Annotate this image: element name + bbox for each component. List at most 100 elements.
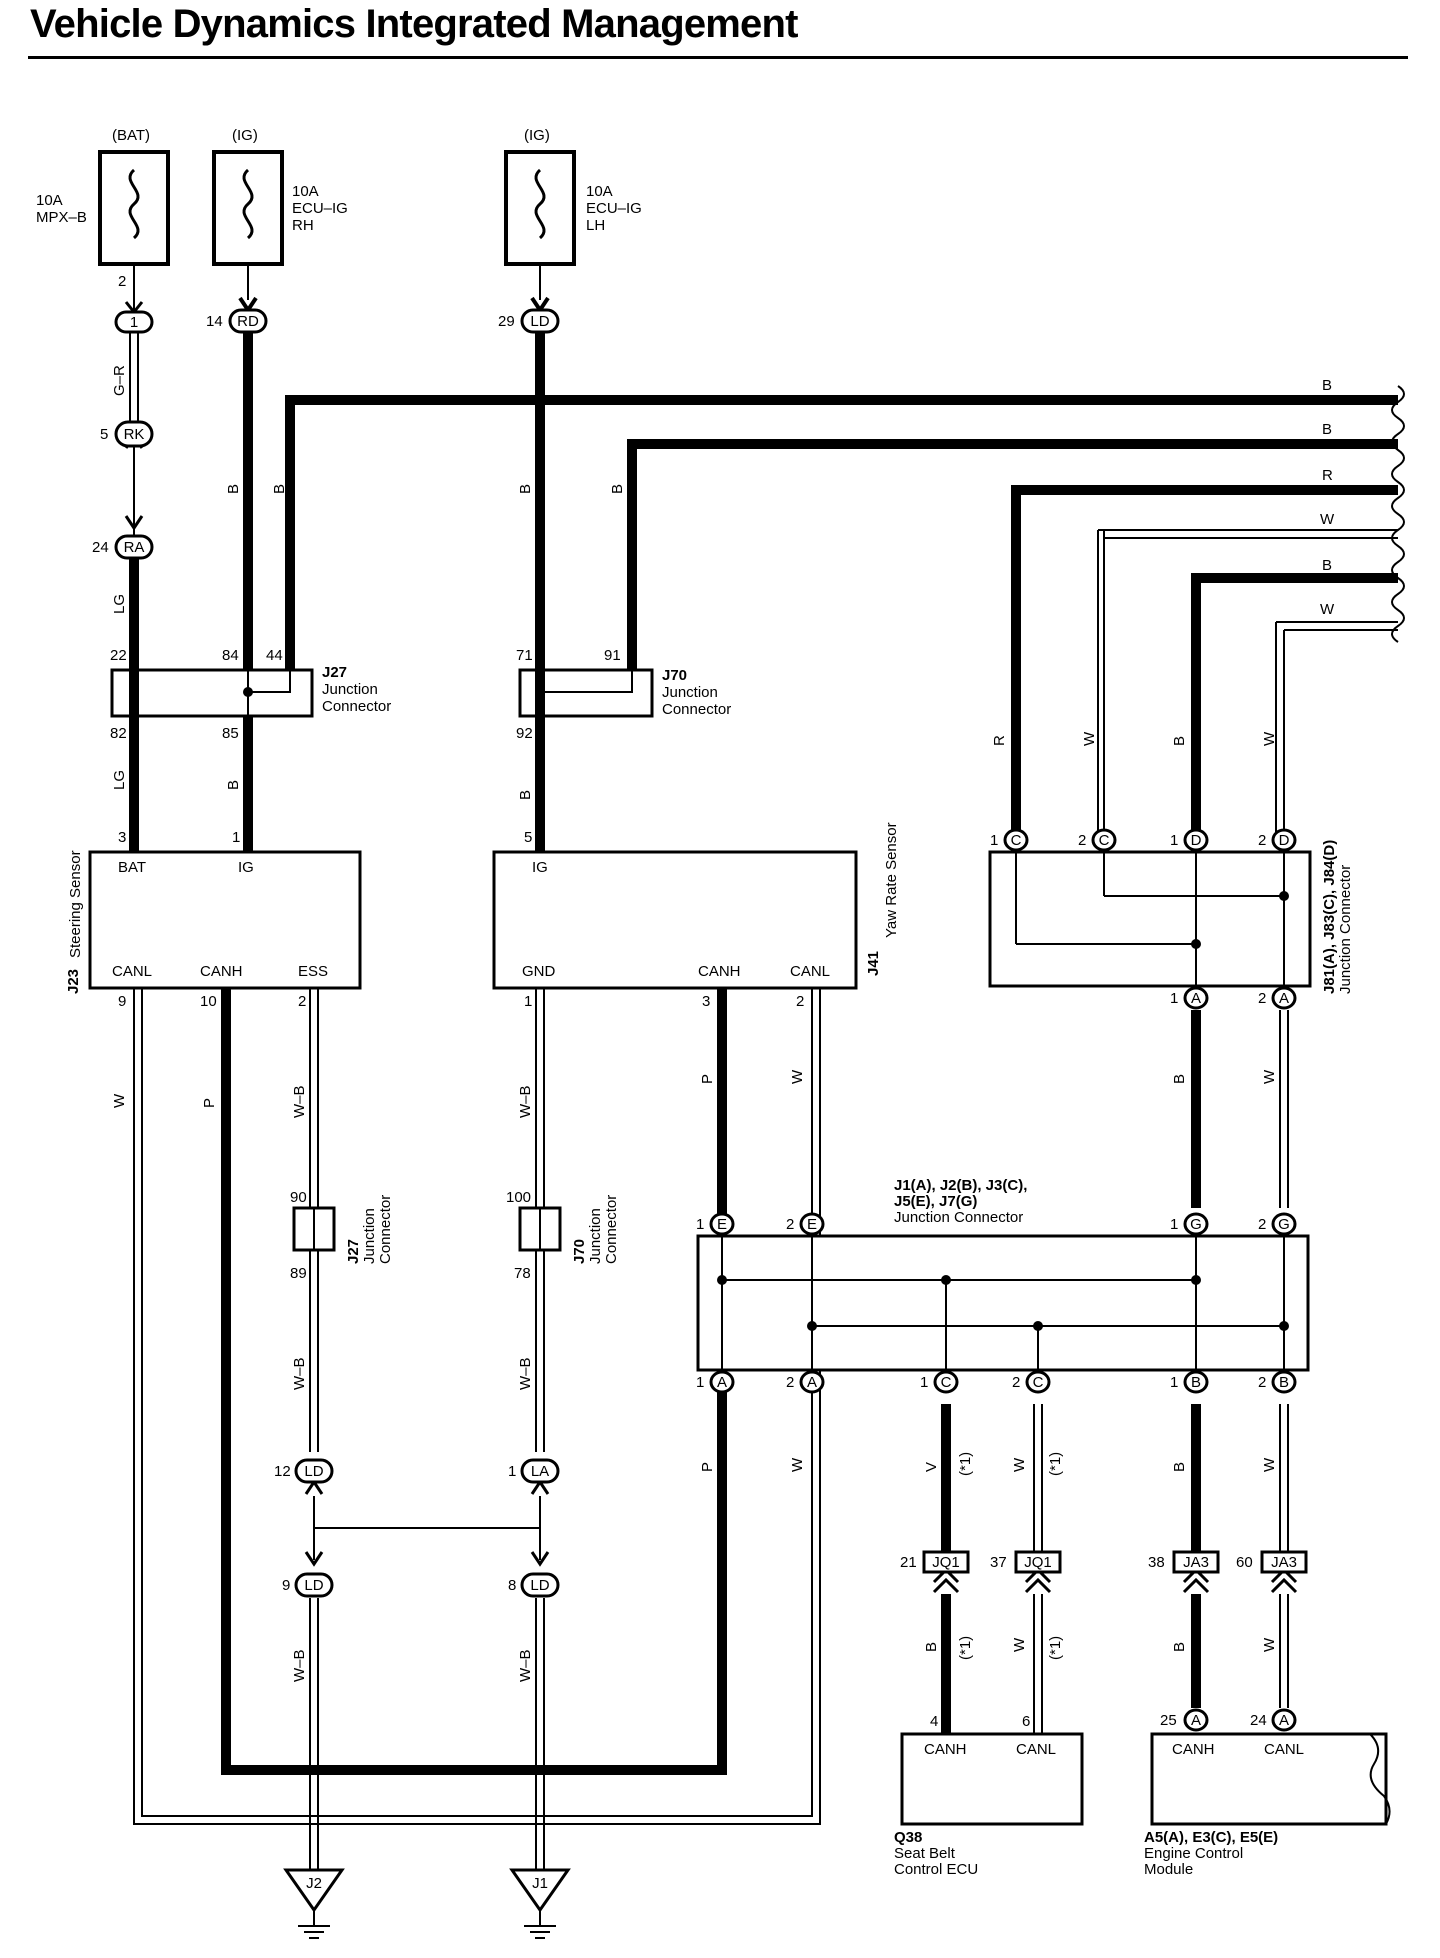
- fuse-name: ECU–IG: [292, 200, 348, 217]
- svg-text:LD: LD: [304, 1577, 323, 1594]
- svg-text:6: 6: [1022, 1713, 1030, 1730]
- svg-text:J5(E), J7(G): J5(E), J7(G): [894, 1193, 977, 1210]
- svg-text:1: 1: [1170, 990, 1178, 1007]
- j1-junction-connector: E E G G A A C C B B 1 2 1 2 1 2 1 2 1 2 …: [696, 1177, 1310, 1394]
- svg-text:B: B: [923, 1642, 940, 1652]
- fuse-rating: 10A: [292, 183, 319, 200]
- fuse-source: (IG): [232, 127, 258, 144]
- svg-text:LD: LD: [530, 1577, 549, 1594]
- svg-text:Steering Sensor: Steering Sensor: [67, 850, 84, 958]
- svg-text:B: B: [1171, 1642, 1188, 1652]
- svg-text:1: 1: [524, 993, 532, 1010]
- svg-text:W–B: W–B: [517, 1649, 534, 1682]
- svg-text:Junction: Junction: [322, 681, 378, 698]
- fuse-rating: 10A: [36, 192, 63, 209]
- svg-text:A: A: [807, 1374, 817, 1391]
- fuse-rating: 10A: [586, 183, 613, 200]
- svg-text:V: V: [923, 1462, 940, 1472]
- ground-j2: J2: [283, 1868, 345, 1939]
- svg-text:24: 24: [92, 539, 109, 556]
- ground-j1: J1: [509, 1868, 571, 1939]
- svg-text:84: 84: [222, 647, 239, 664]
- svg-text:B: B: [1322, 557, 1332, 574]
- svg-text:2: 2: [1078, 832, 1086, 849]
- svg-text:CANH: CANH: [924, 1741, 967, 1758]
- svg-text:CANH: CANH: [200, 963, 243, 980]
- svg-text:W: W: [1261, 731, 1278, 746]
- svg-text:12: 12: [274, 1463, 291, 1480]
- svg-text:4: 4: [930, 1713, 938, 1730]
- svg-text:W: W: [789, 1069, 806, 1084]
- svg-text:D: D: [1279, 832, 1290, 849]
- svg-text:J27: J27: [322, 664, 347, 681]
- svg-text:B: B: [517, 790, 534, 800]
- svg-text:Connector: Connector: [662, 701, 731, 718]
- connector-ld: LD 29: [498, 308, 560, 334]
- svg-text:A: A: [1279, 1712, 1289, 1729]
- svg-text:J27: J27: [345, 1239, 362, 1264]
- svg-text:A: A: [1191, 1712, 1201, 1729]
- fuse-name-2: LH: [586, 217, 605, 234]
- svg-text:RK: RK: [124, 426, 145, 443]
- svg-text:W: W: [1261, 1069, 1278, 1084]
- svg-text:ESS: ESS: [298, 963, 328, 980]
- seat-belt-control-ecu: CANH CANL 4 6 Q38 Seat Belt Control ECU: [894, 1713, 1084, 1878]
- svg-text:5: 5: [100, 426, 108, 443]
- connector-ja3-60: JA3 60: [1236, 1550, 1308, 1574]
- svg-text:B: B: [1171, 736, 1188, 746]
- svg-text:29: 29: [498, 313, 515, 330]
- svg-text:Junction: Junction: [361, 1208, 378, 1264]
- connector-jq1-21: JQ1 21: [900, 1550, 970, 1574]
- svg-text:Connector: Connector: [603, 1195, 620, 1264]
- j70-junction-connector: 71 91 92 J70 Junction Connector: [516, 647, 731, 742]
- svg-text:1: 1: [696, 1374, 704, 1391]
- svg-text:3: 3: [702, 993, 710, 1010]
- j27-lower-junction: 90 89 J27 Junction Connector: [290, 1189, 394, 1282]
- svg-text:38: 38: [1148, 1554, 1165, 1571]
- svg-text:J1(A), J2(B), J3(C),: J1(A), J2(B), J3(C),: [894, 1177, 1027, 1194]
- svg-text:LD: LD: [530, 313, 549, 330]
- svg-text:D: D: [1191, 832, 1202, 849]
- svg-text:LA: LA: [531, 1463, 549, 1480]
- svg-text:1: 1: [130, 314, 138, 331]
- svg-text:J23: J23: [65, 969, 82, 994]
- svg-text:BAT: BAT: [118, 859, 146, 876]
- svg-text:G–R: G–R: [111, 365, 128, 396]
- engine-control-module: A A 25 24 CANH CANL A5(A), E3(C), E5(E) …: [1144, 1708, 1391, 1878]
- svg-text:3: 3: [118, 829, 126, 846]
- svg-text:Module: Module: [1144, 1861, 1193, 1878]
- svg-text:1: 1: [920, 1374, 928, 1391]
- svg-text:LG: LG: [111, 770, 128, 790]
- svg-text:B: B: [1279, 1374, 1289, 1391]
- j27-junction-connector: 22 84 44 82 85 J27 Junction Connector: [110, 647, 391, 742]
- svg-text:91: 91: [604, 647, 621, 664]
- svg-text:W: W: [789, 1457, 806, 1472]
- fuse-name-2: RH: [292, 217, 314, 234]
- fuse-name: ECU–IG: [586, 200, 642, 217]
- svg-text:GND: GND: [522, 963, 556, 980]
- note-label: (*1): [957, 1452, 974, 1476]
- svg-text:JQ1: JQ1: [1024, 1554, 1052, 1571]
- svg-text:E: E: [717, 1216, 727, 1233]
- svg-text:W–B: W–B: [291, 1649, 308, 1682]
- svg-text:W–B: W–B: [291, 1357, 308, 1390]
- svg-text:G: G: [1278, 1216, 1290, 1233]
- svg-text:JA3: JA3: [1271, 1554, 1297, 1571]
- svg-text:C: C: [1011, 832, 1022, 849]
- svg-text:89: 89: [290, 1265, 307, 1282]
- svg-text:LD: LD: [304, 1463, 323, 1480]
- svg-text:1: 1: [1170, 832, 1178, 849]
- svg-text:B: B: [225, 780, 242, 790]
- svg-text:Seat Belt: Seat Belt: [894, 1845, 956, 1862]
- svg-text:Connector: Connector: [322, 698, 391, 715]
- svg-text:1: 1: [232, 829, 240, 846]
- svg-text:Junction Connector: Junction Connector: [1337, 865, 1354, 994]
- svg-text:G: G: [1190, 1216, 1202, 1233]
- svg-text:2: 2: [786, 1374, 794, 1391]
- svg-text:R: R: [1322, 467, 1333, 484]
- svg-text:B: B: [1322, 421, 1332, 438]
- svg-text:W: W: [1320, 511, 1335, 528]
- svg-text:22: 22: [110, 647, 127, 664]
- fuse-mpx-b: (BAT) 10A MPX–B 2: [36, 127, 170, 290]
- svg-text:CANH: CANH: [1172, 1741, 1215, 1758]
